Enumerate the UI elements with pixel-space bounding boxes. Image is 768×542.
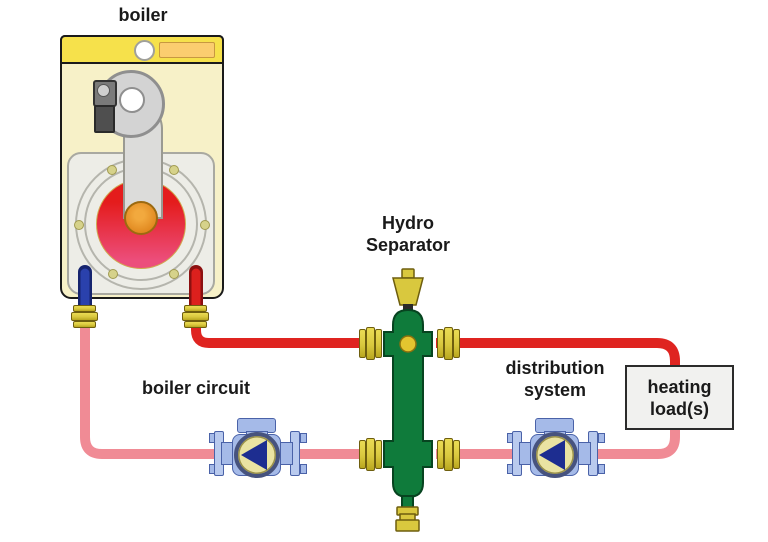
- union-nut: [453, 440, 460, 469]
- flange-bolt: [598, 433, 605, 443]
- pump-flow-arrow-icon: [241, 440, 267, 470]
- air-vent-cap-icon: [401, 268, 415, 279]
- union-separator-supply-in: [359, 327, 383, 361]
- pump-flow-arrow-icon: [539, 440, 565, 470]
- flange-bolt: [598, 464, 605, 474]
- return-pipe-distribution: [436, 392, 680, 459]
- union-nut: [375, 440, 382, 469]
- union-nut: [73, 321, 96, 328]
- door-bolt: [169, 165, 179, 175]
- drain-neck: [401, 495, 414, 509]
- union-nut: [437, 329, 444, 358]
- supply-pipe-distribution: [436, 338, 680, 400]
- boiler-indicator-light: [134, 40, 155, 61]
- pump-distribution-system: [507, 418, 605, 488]
- flange-bolt: [300, 464, 307, 474]
- union-boiler-supply: [182, 305, 210, 329]
- boiler-display: [159, 42, 215, 58]
- union-nut: [184, 321, 207, 328]
- union-nut: [359, 329, 366, 358]
- heating-loads-label: heating load(s): [647, 376, 712, 419]
- blower-inlet: [119, 87, 145, 113]
- hydro-separator-label: Hydro Separator: [365, 213, 451, 255]
- door-bolt: [169, 269, 179, 279]
- union-body: [366, 438, 375, 471]
- burner-nozzle: [124, 201, 158, 235]
- union-nut: [453, 329, 460, 358]
- supply-pipe-boiler-circuit: [191, 318, 380, 348]
- burner-gas-valve: [94, 105, 115, 133]
- union-body: [71, 312, 98, 321]
- boiler-label: boiler: [118, 5, 168, 25]
- boiler-circuit-label: boiler circuit: [141, 378, 251, 398]
- heating-loads-box: heating load(s): [625, 365, 734, 430]
- union-separator-return-in: [437, 438, 461, 472]
- union-nut: [375, 329, 382, 358]
- door-bolt: [200, 220, 210, 230]
- flange-bolt: [300, 433, 307, 443]
- union-body: [444, 327, 453, 360]
- union-nut: [73, 305, 96, 312]
- union-boiler-return: [71, 305, 99, 329]
- union-separator-supply-out: [437, 327, 461, 361]
- return-pipe-boiler-circuit: [80, 318, 380, 459]
- union-body: [182, 312, 209, 321]
- union-body: [444, 438, 453, 471]
- pump-boiler-circuit: [209, 418, 307, 488]
- air-vent-icon: [392, 277, 424, 306]
- door-bolt: [108, 269, 118, 279]
- separator-port-plug: [399, 335, 417, 353]
- union-nut: [359, 440, 366, 469]
- union-body: [366, 327, 375, 360]
- union-nut: [437, 440, 444, 469]
- burner-motor-cap: [97, 84, 110, 97]
- union-nut: [184, 305, 207, 312]
- distribution-system-label: distribution system: [505, 358, 605, 400]
- door-bolt: [74, 220, 84, 230]
- hydro-separator-body: [383, 308, 433, 499]
- drain-valve-outlet: [395, 519, 420, 532]
- union-separator-return-out: [359, 438, 383, 472]
- door-bolt: [107, 165, 117, 175]
